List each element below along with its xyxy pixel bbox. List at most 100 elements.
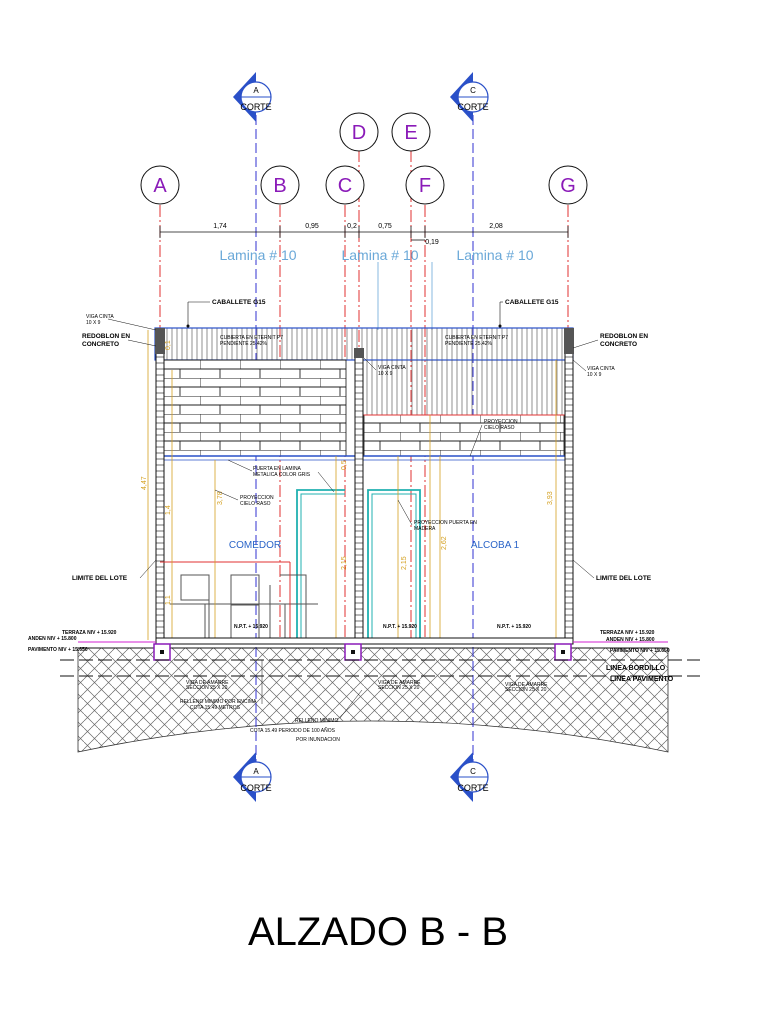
linea-bordillo: LINEA BORDILLO xyxy=(606,665,666,672)
svg-text:A: A xyxy=(253,86,259,95)
svg-text:CORTE: CORTE xyxy=(457,783,488,793)
anden-left: ANDEN NIV + 15.800 xyxy=(28,636,77,642)
caballete-label-left: CABALLETE G15 xyxy=(212,299,266,306)
concreto-left: CONCRETO xyxy=(82,341,119,348)
redoblon-left: REDOBLON EN xyxy=(82,333,130,340)
svg-text:D: D xyxy=(352,122,366,144)
ground-hatch xyxy=(77,647,669,753)
vertical-dimensions xyxy=(147,330,557,640)
inundacion: POR INUNDACION xyxy=(296,737,340,743)
dim-3: 0,2 xyxy=(347,223,357,230)
block-wall-right xyxy=(363,414,565,457)
relleno-2: COTA 15.49 METROS xyxy=(190,705,241,711)
npt-1: N.P.T. + 15.920 xyxy=(234,624,268,630)
svg-text:CORTE: CORTE xyxy=(240,102,271,112)
caballete-label-right: CABALLETE G15 xyxy=(505,299,559,306)
floor-slab xyxy=(155,637,574,645)
dim-1: 1,74 xyxy=(213,223,227,230)
dim-4: 0,75 xyxy=(378,223,392,230)
terraza-left: TERRAZA NIV + 15.920 xyxy=(62,630,117,636)
drawing-title: ALZADO B - B xyxy=(248,910,508,954)
viga-size-right: 10 X 9 xyxy=(587,372,602,378)
lamina-ref-3: Lamina # 10 xyxy=(456,247,533,263)
viga-size-left: 10 X 9 xyxy=(86,320,101,326)
concreto-right: CONCRETO xyxy=(600,341,637,348)
dimension-string xyxy=(159,226,569,241)
svg-text:C: C xyxy=(470,86,476,95)
svg-text:A: A xyxy=(253,767,259,776)
grid-bubble-g: G xyxy=(548,165,588,205)
proyeccion-left: PROYECCION xyxy=(240,495,274,501)
svg-text:A: A xyxy=(153,175,167,197)
vdim-9: 1,1 xyxy=(165,595,172,605)
pavimento-right: PAVIMENTO NIV + 15.650 xyxy=(610,648,670,654)
grid-bubble-d: D xyxy=(339,112,379,152)
cota-line: COTA 15.49 PERIODO DE 100 AÑOS xyxy=(250,727,336,734)
column-right xyxy=(564,351,574,643)
svg-text:B: B xyxy=(273,175,286,197)
vdim-6: 2,15 xyxy=(401,556,408,570)
viga-amarre-size-3: SECCION 25 X 20 xyxy=(505,687,547,693)
section-marker-c-bottom: C CORTE xyxy=(450,752,489,802)
vdim-1: 4,47 xyxy=(141,476,148,490)
relleno-1: RELLENO MINIMO POR ENCIMA xyxy=(180,699,257,705)
cubierta-slope-left: PENDIENTE 25.42% xyxy=(220,341,268,347)
vdim-4: 3,93 xyxy=(547,491,554,505)
terraza-right: TERRAZA NIV + 15.920 xyxy=(600,630,655,636)
lamina-leaders xyxy=(377,262,433,330)
dining-furniture xyxy=(170,574,318,638)
grid-bubble-a: A xyxy=(140,165,180,205)
section-marker-c-top: C CORTE xyxy=(450,72,489,122)
cubierta-slope-right: PENDIENTE 25.42% xyxy=(445,341,493,347)
lamina-ref-1: Lamina # 10 xyxy=(219,247,296,263)
cubierta-note-right: CUBIERTA EN ETERNIT P7 xyxy=(445,335,508,341)
redoblon-right: REDOBLON EN xyxy=(600,333,648,340)
metal-door xyxy=(296,489,345,640)
npt-3: N.P.T. + 15.920 xyxy=(497,624,531,630)
vdim-7: 0,5 xyxy=(341,460,348,470)
limite-lote-right: LIMITE DEL LOTE xyxy=(596,575,652,582)
svg-text:G: G xyxy=(560,175,576,197)
grid-bubble-f: F xyxy=(405,165,445,205)
cielo-raso-right: CIELO RASO xyxy=(484,425,515,431)
madera-label: MADERA xyxy=(414,526,436,532)
svg-text:C: C xyxy=(338,175,352,197)
viga-size-mid: 10 X 9 xyxy=(378,371,393,377)
proyeccion-right: PROYECCION xyxy=(484,419,518,425)
vdim-2: 3,78 xyxy=(217,491,224,505)
grid-bubble-e: E xyxy=(391,112,431,152)
viga-cinta-left: VIGA CINTA xyxy=(86,314,114,320)
grid-bubble-c: C xyxy=(325,165,365,205)
grid-bubble-b: B xyxy=(260,165,300,205)
anden-right: ANDEN NIV + 15.800 xyxy=(606,637,655,643)
vdim-3: 2,62 xyxy=(441,536,448,550)
room-comedor: COMEDOR xyxy=(229,540,281,551)
section-marker-a-top: A CORTE xyxy=(233,72,272,122)
column-left xyxy=(155,351,165,643)
viga-cinta-mid: VIGA CINTA xyxy=(378,365,406,371)
relleno-minimo: RELLENO MINIMO xyxy=(295,718,338,724)
svg-text:E: E xyxy=(404,122,417,144)
svg-text:CORTE: CORTE xyxy=(240,783,271,793)
vdim-10: 0,1 xyxy=(165,340,172,350)
dim-small: 0,19 xyxy=(425,239,439,246)
roof-fascia-left xyxy=(360,360,568,415)
svg-text:F: F xyxy=(419,175,431,197)
npt-2: N.P.T. + 15.920 xyxy=(383,624,417,630)
vdim-8: 1,4 xyxy=(165,505,172,515)
wood-door xyxy=(367,489,421,640)
dim-2: 0,95 xyxy=(305,223,319,230)
puerta-lamina-label: PUERTA EN LAMINA xyxy=(253,466,302,472)
viga-amarre-size-2: SECCION 25 X 20 xyxy=(378,685,420,691)
pavimento-left: PAVIMENTO NIV + 15.650 xyxy=(28,647,88,653)
block-wall-left xyxy=(163,359,347,457)
svg-text:CORTE: CORTE xyxy=(457,102,488,112)
viga-amarre-2: VIGA DE AMARRE xyxy=(378,680,421,686)
viga-amarre-3: VIGA DE AMARRE xyxy=(505,682,548,688)
viga-cinta-right: VIGA CINTA xyxy=(587,366,615,372)
vdim-5: 2,15 xyxy=(341,556,348,570)
cubierta-note-left: CUBIERTA EN ETERNIT P7 xyxy=(220,335,283,341)
limite-lote-left: LIMITE DEL LOTE xyxy=(72,575,128,582)
proy-puerta-label: PROYECCION PUERTA EN xyxy=(414,520,477,526)
